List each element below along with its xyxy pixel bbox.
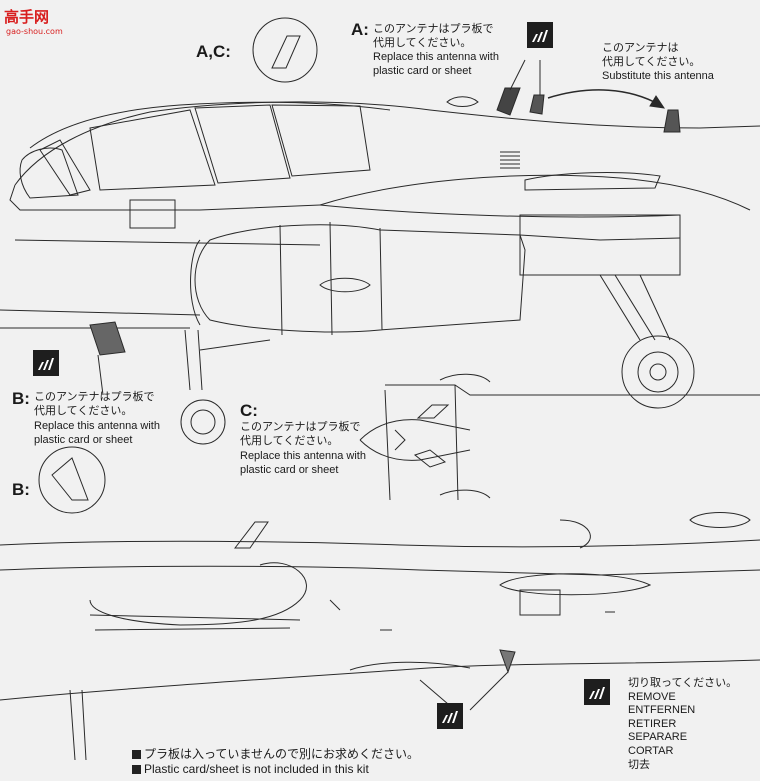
callout-ac-label: A,C: [196,42,231,61]
callout-b-en1: Replace this antenna with [34,420,160,432]
watermark-logo: 高手网 [4,8,50,26]
footnote-jp: プラ板は入っていませんので別にお求めください。 [132,745,419,762]
footnote-en: Plastic card/sheet is not included in th… [132,762,369,776]
callout-c-letter: C: [240,401,258,420]
footnote-jp-text: プラ板は入っていませんので別にお求めください。 [144,747,420,761]
callout-c-jp: このアンテナはプラ板で [240,421,361,433]
remove-legend-line: RETIRER [628,717,677,730]
callout-a-en2: plastic card or sheet [373,65,472,77]
callout-a-jp2: 代用してください。 [373,37,472,49]
callout-a-letter: A: [351,20,369,39]
callout-a-en1: Replace this antenna with [373,51,499,63]
cutter-icon [584,679,610,705]
callout-b-jp2: 代用してください。 [34,405,133,417]
cutter-icon [527,22,553,48]
cutter-icon [437,703,463,729]
watermark-url: gao-shou.com [6,27,63,36]
callout-b-jp: このアンテナはプラ板で [34,391,155,403]
callout-sub-en: Substitute this antenna [602,70,714,82]
callout-a-jp: このアンテナはプラ板で [373,23,494,35]
cutter-icon [33,350,59,376]
remove-legend-line: REMOVE [628,690,676,703]
remove-legend-line: 切去 [628,758,650,771]
remove-legend: 切り取ってください。 REMOVE ENTFERNEN RETIRER SEPA… [628,677,737,772]
callout-c-en2: plastic card or sheet [240,464,339,476]
callout-c-jp2: 代用してください。 [240,435,339,447]
remove-legend-line: ENTFERNEN [628,704,696,717]
bullet-square-icon [132,765,141,774]
callout-b2-label: B: [12,480,30,499]
footnote-en-text: Plastic card/sheet is not included in th… [144,762,369,776]
remove-legend-jp: 切り取ってください。 [628,677,738,689]
bullet-square-icon [132,750,141,759]
callout-sub-jp: このアンテナは [602,42,679,54]
remove-legend-line: CORTAR [628,744,674,757]
callout-sub-jp2: 代用してください。 [602,56,701,68]
callout-b-letter: B: [12,389,30,408]
remove-legend-line: SEPARARE [628,731,688,744]
callout-b-en2: plastic card or sheet [34,434,133,446]
callout-c-en1: Replace this antenna with [240,450,366,462]
